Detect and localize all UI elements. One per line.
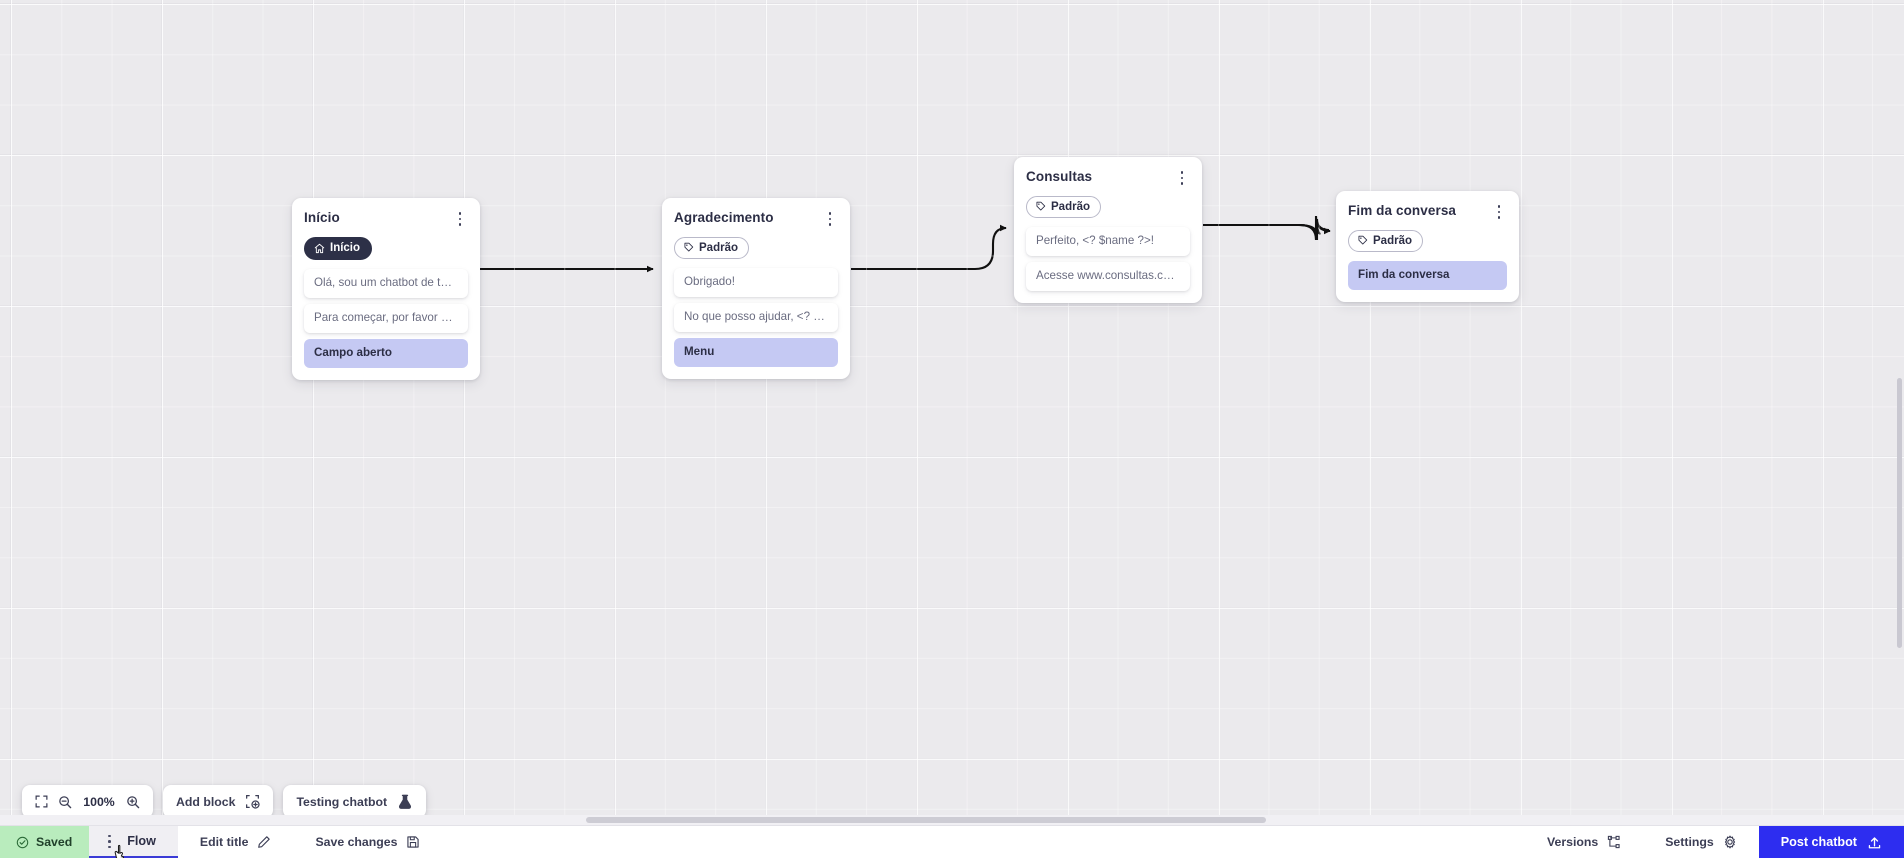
flow-canvas[interactable]: Início Início Olá, sou um chatbot de tes… xyxy=(0,0,1904,825)
node-field-highlighted[interactable]: Campo aberto xyxy=(304,338,468,368)
node-menu-button[interactable] xyxy=(822,210,838,228)
post-chatbot-label: Post chatbot xyxy=(1780,835,1857,849)
flow-edges xyxy=(480,215,1331,273)
tab-flow[interactable]: Flow xyxy=(89,826,178,858)
branch-icon xyxy=(1607,835,1621,849)
node-badge-label: Padrão xyxy=(1051,200,1090,213)
edit-title-label: Edit title xyxy=(199,835,249,849)
node-badge-row: Padrão xyxy=(1348,230,1507,252)
settings-button[interactable]: Settings xyxy=(1643,826,1759,858)
flow-node-agradecimento[interactable]: Agradecimento Padrão Obrigado! No que po… xyxy=(662,198,850,379)
edge-consultas-fim-2 xyxy=(1203,218,1331,241)
post-chatbot-button[interactable]: Post chatbot xyxy=(1758,826,1904,858)
node-fields: Olá, sou um chatbot de teste! Para começ… xyxy=(304,268,468,368)
save-changes-button[interactable]: Save changes xyxy=(293,826,442,858)
node-field-highlighted[interactable]: Menu xyxy=(674,337,838,367)
fit-screen-icon[interactable] xyxy=(35,795,48,808)
node-field[interactable]: Olá, sou um chatbot de teste! xyxy=(304,268,468,298)
horizontal-scrollbar-thumb[interactable] xyxy=(586,817,1266,823)
flask-icon xyxy=(397,794,413,810)
testing-chatbot-label: Testing chatbot xyxy=(296,794,388,809)
versions-label: Versions xyxy=(1546,835,1599,849)
node-title: Consultas xyxy=(1026,169,1093,184)
node-field-highlighted[interactable]: Fim da conversa xyxy=(1348,260,1507,290)
zoom-controls: 100% xyxy=(22,785,153,818)
add-block-icon xyxy=(245,794,261,809)
saved-status-badge: Saved xyxy=(0,826,90,858)
vertical-scrollbar-thumb[interactable] xyxy=(1897,378,1902,648)
tag-icon xyxy=(684,242,694,252)
node-menu-button[interactable] xyxy=(1491,203,1507,221)
node-header: Início xyxy=(304,209,468,228)
gear-icon xyxy=(1723,835,1737,849)
node-field[interactable]: No que posso ajudar, <? $name ... xyxy=(674,302,838,332)
node-menu-button[interactable] xyxy=(1174,169,1190,187)
testing-chatbot-button[interactable]: Testing chatbot xyxy=(283,785,427,818)
bottom-status-bar: Saved Flow Edit title Save changes xyxy=(0,825,1904,858)
node-badge-default[interactable]: Padrão xyxy=(1348,230,1423,252)
node-field[interactable]: Acesse www.consultas.com par... xyxy=(1026,261,1190,291)
versions-button[interactable]: Versions xyxy=(1525,826,1643,858)
node-fields: Fim da conversa xyxy=(1348,260,1507,290)
edge-consultas-fim-curve xyxy=(1204,223,1321,235)
node-title: Fim da conversa xyxy=(1348,203,1457,218)
home-icon xyxy=(314,243,325,253)
node-menu-button[interactable] xyxy=(452,210,468,228)
edit-title-button[interactable]: Edit title xyxy=(178,826,294,858)
node-fields: Perfeito, <? $name ?>! Acesse www.consul… xyxy=(1026,226,1190,291)
canvas-toolbar: 100% Add block Testing chatbot xyxy=(22,785,427,818)
node-badge-default[interactable]: Padrão xyxy=(674,237,749,259)
flow-node-inicio[interactable]: Início Início Olá, sou um chatbot de tes… xyxy=(292,198,480,380)
node-badge-default[interactable]: Padrão xyxy=(1026,196,1101,218)
node-field[interactable]: Para começar, por favor digite o ... xyxy=(304,303,468,333)
node-field[interactable]: Obrigado! xyxy=(674,267,838,297)
vertical-scrollbar[interactable] xyxy=(1895,0,1904,825)
node-badge-row: Início xyxy=(304,237,468,260)
node-badge-row: Padrão xyxy=(1026,196,1190,218)
bottom-bar-spacer xyxy=(442,826,1524,858)
pencil-icon xyxy=(257,835,271,849)
flow-node-consultas[interactable]: Consultas Padrão Perfeito, <? $name ?>! … xyxy=(1014,157,1202,303)
edge-agradecimento-consultas xyxy=(851,224,1007,271)
flow-node-fim-da-conversa[interactable]: Fim da conversa Padrão Fim da conversa xyxy=(1336,191,1519,302)
upload-icon xyxy=(1867,835,1882,850)
node-title: Início xyxy=(304,210,340,225)
node-header: Consultas xyxy=(1026,168,1190,187)
node-header: Agradecimento xyxy=(674,209,838,228)
saved-status-label: Saved xyxy=(36,835,73,849)
zoom-in-icon[interactable] xyxy=(126,795,140,809)
flow-tab-menu-button[interactable] xyxy=(101,833,117,851)
tag-icon xyxy=(1036,201,1046,211)
node-title: Agradecimento xyxy=(674,210,774,225)
add-block-button[interactable]: Add block xyxy=(163,785,274,818)
node-field[interactable]: Perfeito, <? $name ?>! xyxy=(1026,226,1190,256)
tab-flow-label: Flow xyxy=(127,834,156,848)
node-header: Fim da conversa xyxy=(1348,202,1507,221)
node-fields: Obrigado! No que posso ajudar, <? $name … xyxy=(674,267,838,367)
settings-label: Settings xyxy=(1665,835,1714,849)
add-block-label: Add block xyxy=(176,794,236,809)
zoom-level-value: 100% xyxy=(83,794,115,809)
floppy-icon xyxy=(406,835,420,849)
zoom-out-icon[interactable] xyxy=(58,795,72,809)
node-badge-label: Padrão xyxy=(1373,234,1412,247)
check-circle-icon xyxy=(16,836,29,849)
node-badge-label: Início xyxy=(330,242,361,254)
save-changes-label: Save changes xyxy=(315,835,398,849)
tag-icon xyxy=(1358,235,1368,245)
mouse-cursor xyxy=(113,843,133,858)
node-badge-start[interactable]: Início xyxy=(304,237,373,260)
node-badge-label: Padrão xyxy=(699,241,738,254)
node-badge-row: Padrão xyxy=(674,237,838,259)
horizontal-scrollbar[interactable] xyxy=(0,815,1904,825)
